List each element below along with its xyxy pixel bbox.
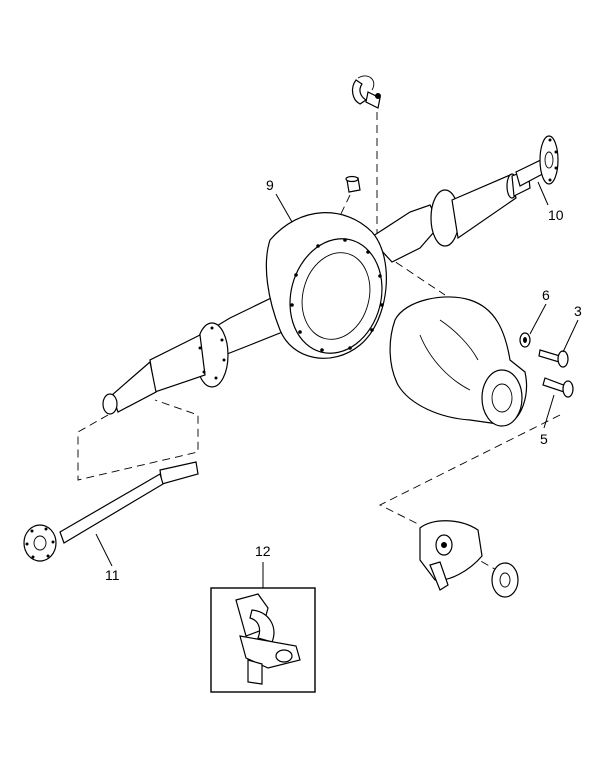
callout-9: 9 xyxy=(266,177,274,193)
callout-11: 11 xyxy=(105,567,120,583)
washer xyxy=(519,332,531,348)
breather-hose xyxy=(351,75,381,109)
callout-3: 3 xyxy=(574,303,582,319)
differential-carrier xyxy=(389,296,528,427)
callout-labels: 9 10 6 3 5 11 12 xyxy=(105,177,582,583)
axle-shaft-right xyxy=(515,135,559,187)
sensor-detail-inset xyxy=(210,587,316,693)
callout-10: 10 xyxy=(548,207,564,223)
assembly-guide-lines xyxy=(77,112,561,573)
leader-lines xyxy=(95,181,579,588)
axle-housing xyxy=(102,169,531,415)
bolt-lower xyxy=(542,377,574,398)
callout-12: 12 xyxy=(255,543,271,559)
fill-plug xyxy=(345,175,361,193)
companion-flange xyxy=(491,562,519,598)
bolt-upper xyxy=(538,349,569,368)
pinion-yoke xyxy=(419,520,483,591)
callout-5: 5 xyxy=(540,431,548,447)
axle-shaft-left xyxy=(23,461,199,562)
callout-6: 6 xyxy=(542,287,550,303)
